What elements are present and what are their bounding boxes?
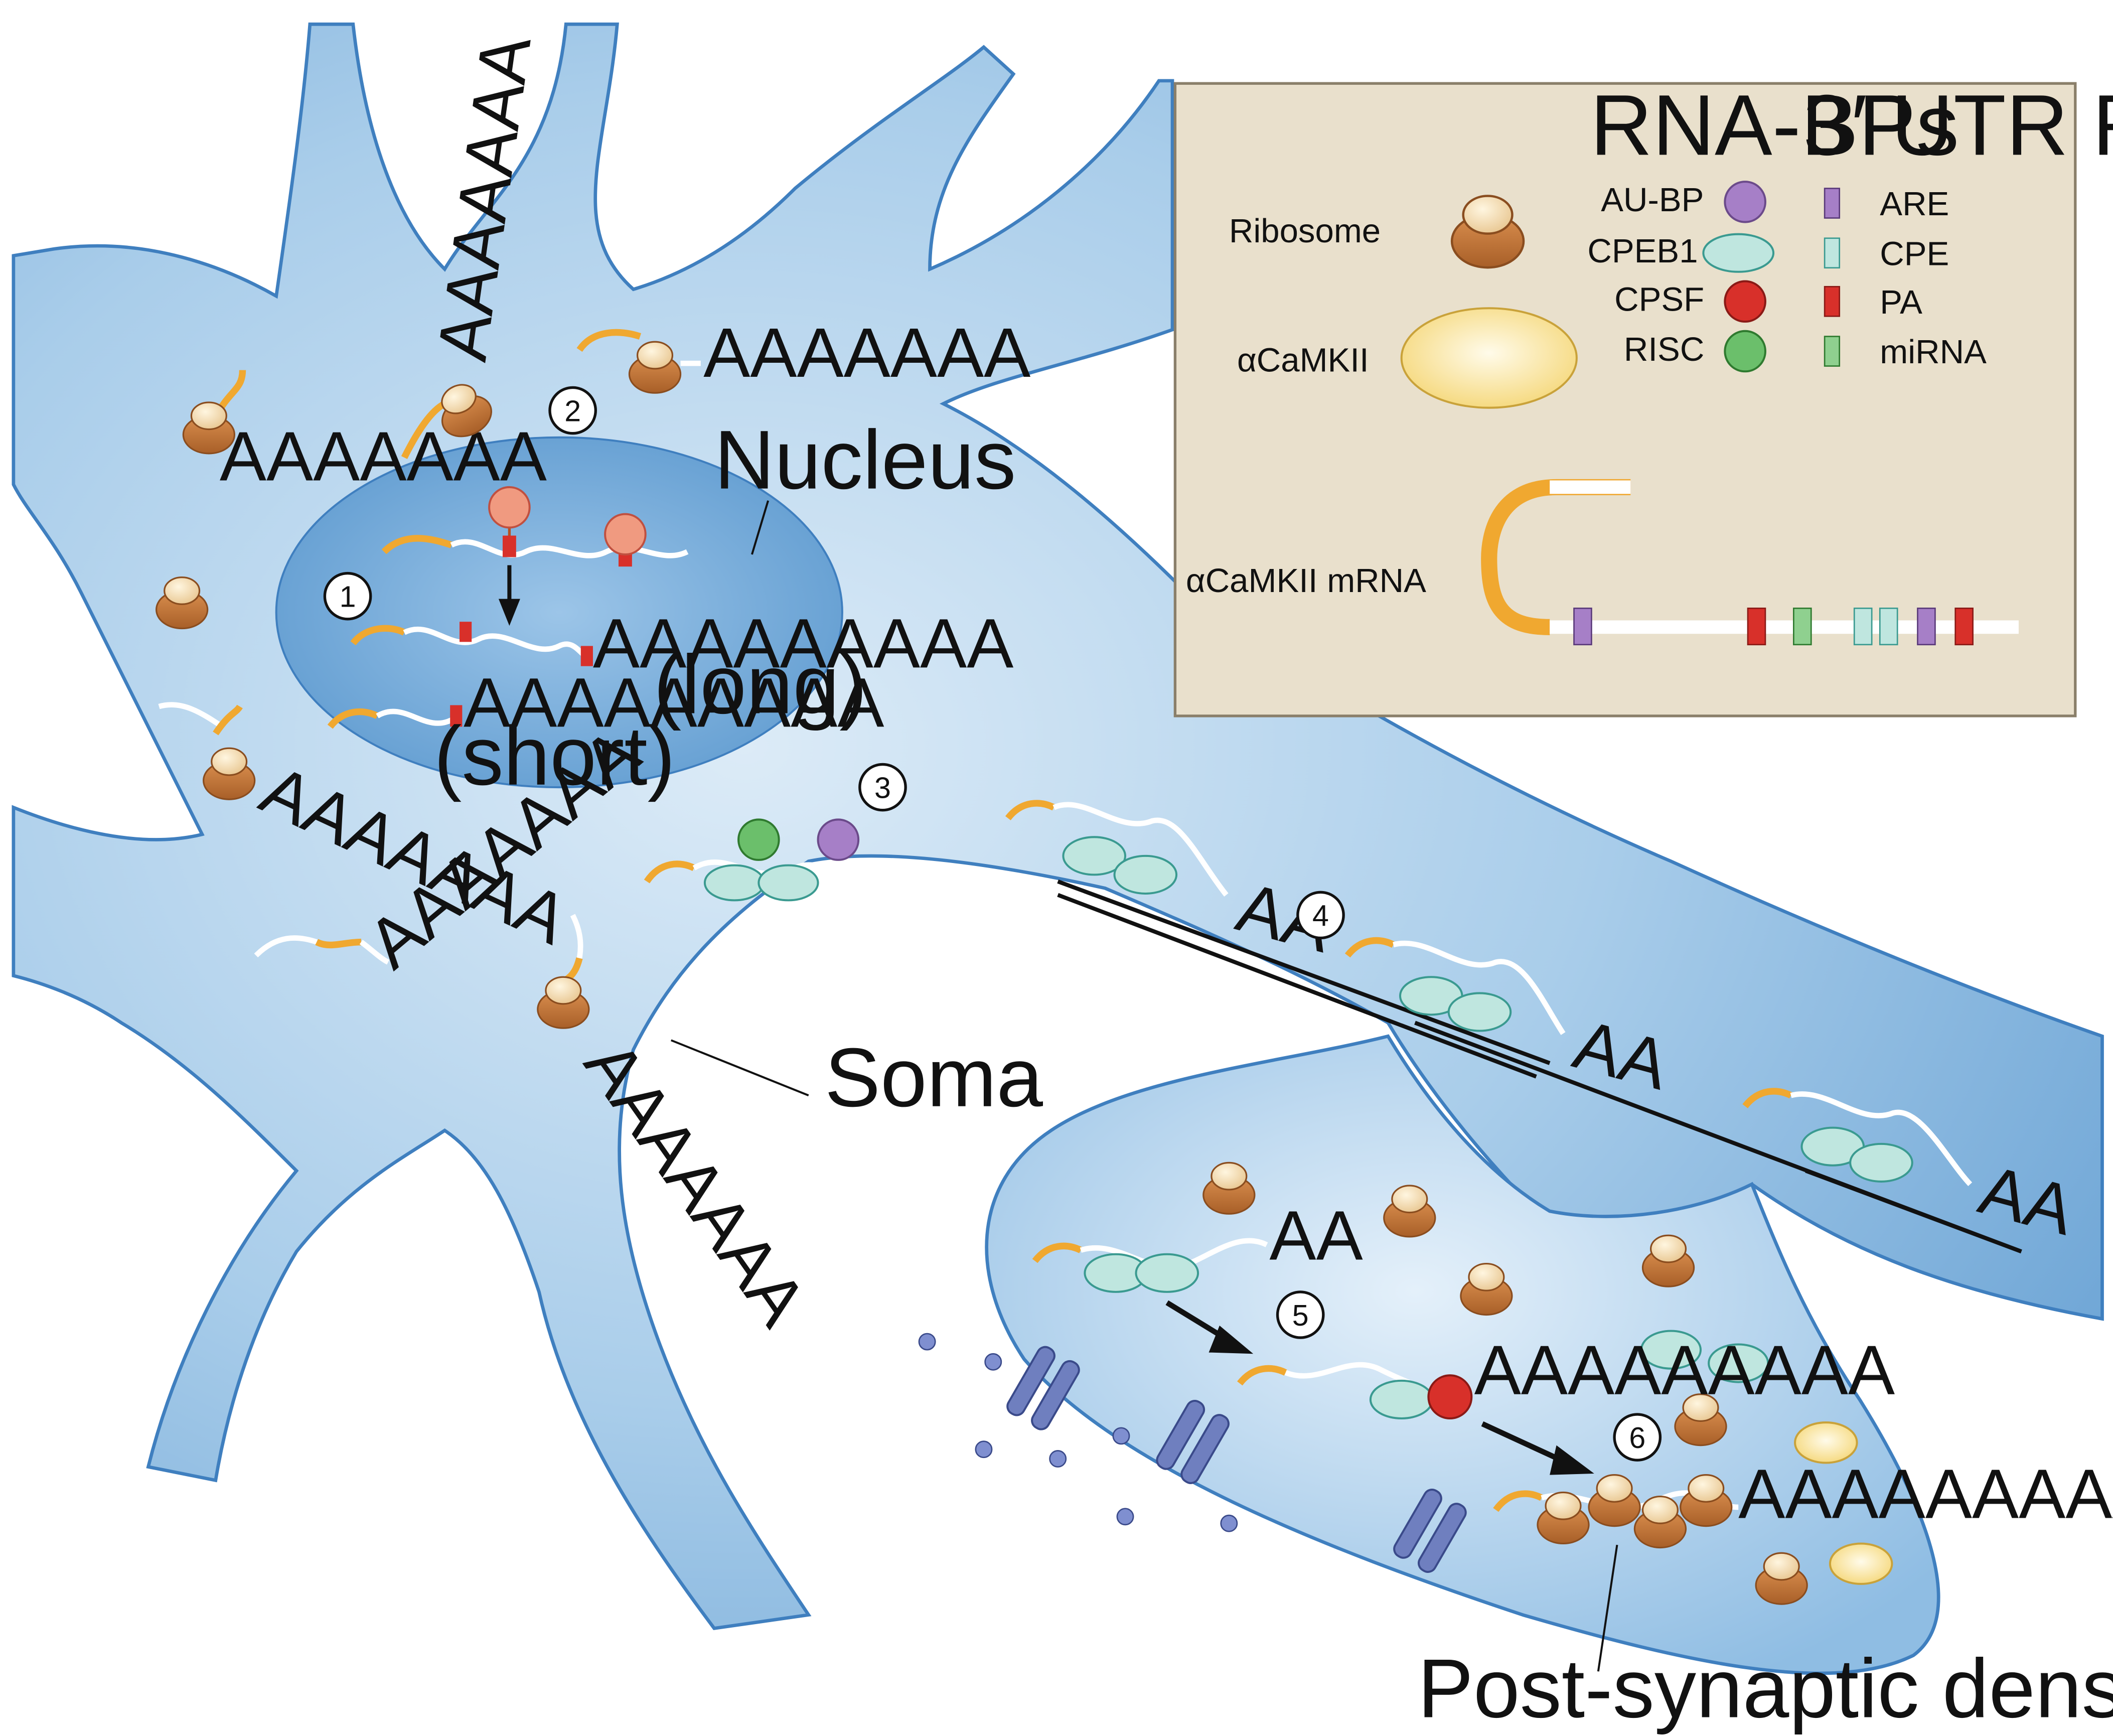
soma-pointer — [670, 1039, 809, 1097]
spine-granule-step5: AA — [1032, 1197, 1363, 1293]
nuclear-transcripts: AAAAAAAAA (long) AAAAAAAAA (short) — [327, 486, 1013, 803]
cpeb1-icon — [1702, 233, 1775, 273]
svg-text:6: 6 — [1629, 1421, 1645, 1455]
soma-mrna-3: AAAAAAA — [576, 314, 1030, 394]
step-5-badge: 5 — [1276, 1290, 1325, 1339]
nucleus — [275, 436, 843, 789]
legend-utr-header: 3′ UTR REs — [1803, 77, 2113, 174]
legend-mrna-label: αCaMKII mRNA — [1186, 562, 1426, 600]
cpsf-icon — [1724, 280, 1766, 323]
soma-mrna-1: AAAAAAA — [182, 370, 547, 496]
svg-text:1: 1 — [340, 581, 356, 614]
mirna-icon — [1824, 336, 1841, 367]
polysome: AAAAAAAAA — [1493, 1455, 2113, 1549]
rnp-complex — [644, 818, 876, 902]
legend-ribosome-label: Ribosome — [1229, 212, 1381, 250]
legend-camkii-icon — [1400, 307, 1578, 409]
legend-mrna-diagram — [1481, 479, 2019, 646]
step-1-badge: 1 — [323, 571, 372, 621]
legend-bp-au: AU-BP — [1601, 181, 1704, 219]
dendrite-granule-2: AA — [1344, 937, 1677, 1104]
legend-camkii-label: αCaMKII — [1237, 341, 1369, 379]
step-6-badge: 6 — [1613, 1413, 1662, 1462]
legend-panel: RNA-BPs 3′ UTR REs Ribosome αCaMKII AU-B… — [1173, 77, 2113, 717]
polya-label: AAAAAAA — [703, 314, 1030, 392]
pa-icon — [1824, 285, 1841, 317]
svg-text:3: 3 — [874, 772, 891, 805]
polya-label: AAAAAAAAA — [593, 604, 1013, 682]
step-2-badge: 2 — [548, 386, 597, 435]
psd-label: Post-synaptic density — [1418, 1642, 2113, 1735]
polya-label: AAAAAAAAA — [1474, 1331, 1895, 1409]
activated-mrna: AAAAAAAAA — [1237, 1331, 1895, 1420]
spine-camkii — [1794, 1421, 1893, 1585]
legend-re-mirna: miRNA — [1880, 333, 1987, 371]
long-label: (long) — [654, 638, 867, 732]
step6-arrow — [1481, 1421, 1594, 1475]
polya-label: AAAAAAAAA — [464, 663, 884, 742]
receptors — [1006, 1346, 1467, 1573]
step-badges: 1 2 3 4 5 6 — [323, 386, 1662, 1462]
psd-pointer — [1597, 1544, 1618, 1672]
are-icon — [1824, 188, 1841, 219]
risc-icon — [1724, 330, 1766, 373]
polya-label: AAAAAAAAA — [1738, 1455, 2113, 1533]
legend-re-pa: PA — [1880, 283, 1922, 321]
legend-bp-risc: RISC — [1624, 331, 1704, 368]
nucleus-pointer — [750, 500, 770, 555]
legend-re-are: ARE — [1880, 185, 1949, 223]
polya-label: AA — [1269, 1197, 1363, 1275]
step5-arrow — [1165, 1300, 1254, 1354]
legend-bp-cpeb1: CPEB1 — [1587, 232, 1698, 270]
svg-text:2: 2 — [564, 395, 581, 428]
nucleus-label: Nucleus — [714, 413, 1016, 507]
soma-label: Soma — [825, 1031, 1043, 1124]
cpe-icon — [1824, 237, 1841, 269]
au-bp-icon — [1724, 181, 1766, 223]
legend-re-cpe: CPE — [1880, 235, 1949, 272]
step-4-badge: 4 — [1296, 891, 1345, 940]
spine-free-cpeb1 — [1640, 1330, 1769, 1383]
step-3-badge: 3 — [858, 763, 907, 812]
polya-label: AAAAAAA — [220, 417, 547, 496]
legend-rna-bps-header: RNA-BPs — [1590, 77, 1959, 174]
svg-text:5: 5 — [1292, 1299, 1309, 1332]
neurotransmitters — [918, 1333, 1238, 1532]
svg-text:4: 4 — [1312, 899, 1329, 932]
short-label: (short) — [434, 709, 675, 803]
microtubule-tracks — [1057, 880, 2022, 1254]
legend-bp-cpsf: CPSF — [1614, 281, 1704, 319]
